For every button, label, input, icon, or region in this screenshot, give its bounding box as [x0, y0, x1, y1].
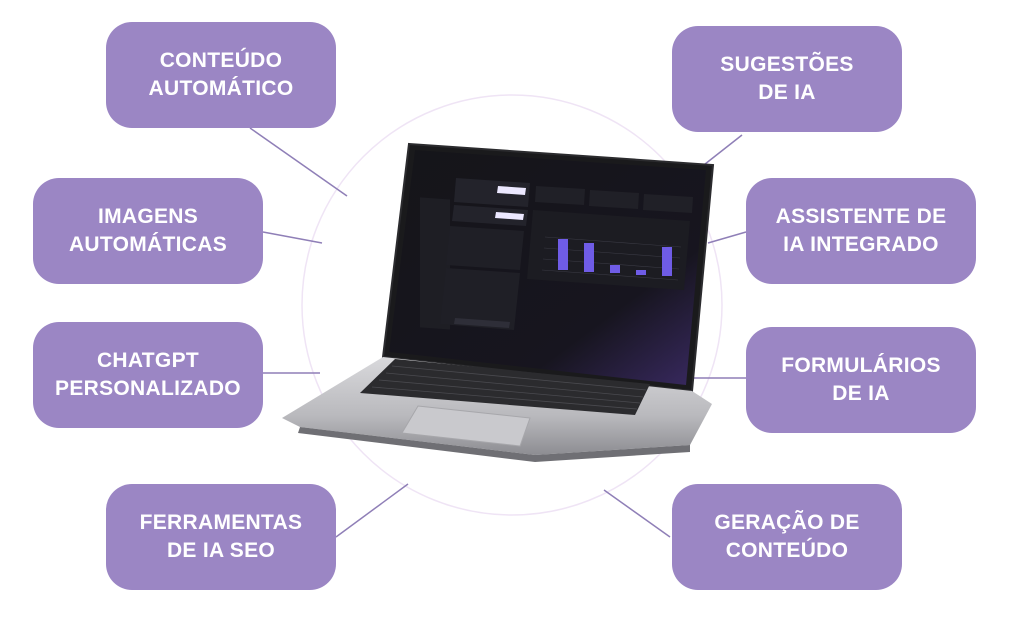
chart-bar-3 [610, 265, 620, 273]
feature-box-sugestoes-de-ia: SUGESTÕES DE IA [672, 26, 902, 132]
feature-box-geracao-de-conteudo: GERAÇÃO DE CONTEÚDO [672, 484, 902, 590]
screen-stat-cards [535, 186, 693, 213]
keyboard-rows [371, 365, 647, 410]
feature-box-assistente-de-ia: ASSISTENTE DE IA INTEGRADO [746, 178, 976, 284]
connector-sugestoes [699, 134, 743, 169]
feature-box-ferramentas-ia-seo: FERRAMENTAS DE IA SEO [106, 484, 336, 590]
chart-bar-2 [584, 243, 594, 272]
connector-conteudo [249, 127, 348, 197]
chart-bar-5 [662, 247, 672, 276]
chart-bar-4 [636, 270, 646, 275]
feature-box-formularios-de-ia: FORMULÁRIOS DE IA [746, 327, 976, 433]
chart-bar-1 [558, 239, 568, 270]
screen-subscription-panel [440, 268, 520, 330]
laptop-base-edge [298, 427, 690, 462]
connector-geracao [603, 489, 671, 538]
feature-box-conteudo-automatico: CONTEÚDO AUTOMÁTICO [106, 22, 336, 128]
feature-box-chatgpt-personalizado: CHATGPT PERSONALIZADO [33, 322, 263, 428]
connector-assistente [707, 231, 747, 244]
connector-imagens [262, 231, 323, 244]
screen-sidebar [420, 197, 450, 330]
screen-usage-chart-panel [527, 210, 690, 290]
connector-ferramentas [335, 483, 409, 538]
screen-usage-costs-panel [446, 226, 524, 270]
screen-cta-card-multiple [454, 178, 530, 207]
laptop-trackpad [401, 405, 531, 447]
laptop-keyboard [360, 359, 650, 415]
center-circle [301, 94, 723, 516]
screen-cta-card-single [452, 205, 528, 226]
feature-box-imagens-automaticas: IMAGENS AUTOMÁTICAS [33, 178, 263, 284]
